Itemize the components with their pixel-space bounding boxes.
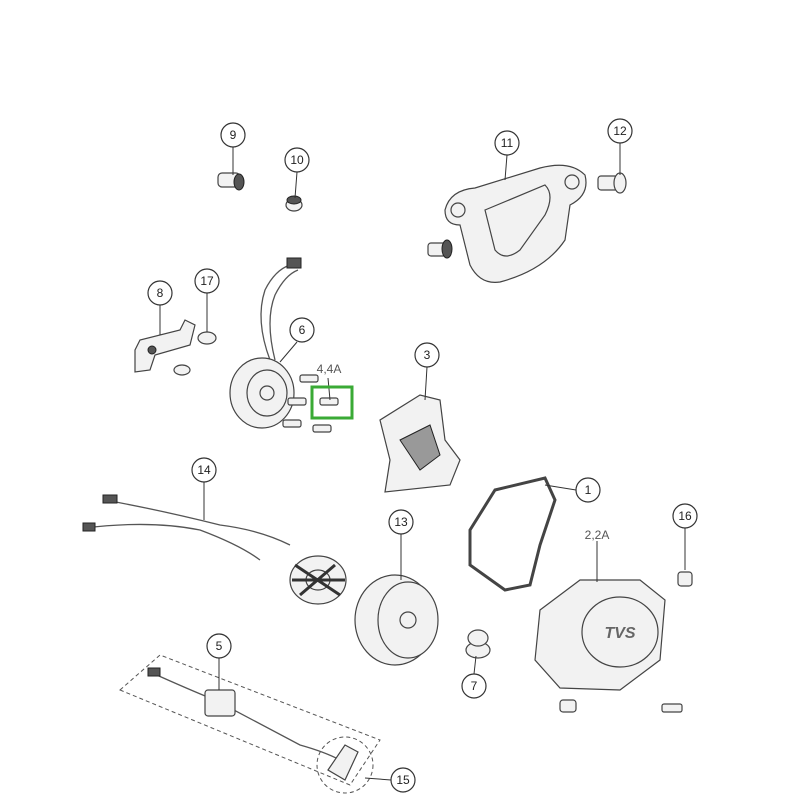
callout-14[interactable]: 14	[191, 457, 217, 483]
part-16-dowel[interactable]	[677, 571, 693, 587]
callout-label: 7	[471, 679, 478, 693]
part-6-pulser-coil[interactable]	[229, 257, 302, 429]
part-17-grommet[interactable]	[197, 331, 217, 345]
callout-label: 1	[585, 483, 592, 497]
label-2-2a[interactable]: 2,2A	[585, 528, 610, 542]
part-11-cover-plate[interactable]	[427, 164, 587, 283]
callout-label: 13	[394, 515, 408, 529]
callout-label: 15	[396, 773, 410, 787]
callout-7[interactable]: 7	[461, 673, 487, 699]
callout-label: 3	[424, 348, 431, 362]
callout-label: 17	[200, 274, 214, 288]
callout-16[interactable]: 16	[672, 503, 698, 529]
selection-highlight-box	[310, 385, 354, 420]
part-4-bolts[interactable]	[282, 374, 339, 433]
callout-8[interactable]: 8	[147, 280, 173, 306]
part-9-bolt[interactable]	[217, 172, 245, 191]
callout-label: 9	[230, 128, 237, 142]
callout-label: 16	[678, 509, 692, 523]
callout-9[interactable]: 9	[220, 122, 246, 148]
part-8-bracket[interactable]	[134, 319, 196, 376]
callout-label: 14	[197, 463, 211, 477]
callout-6[interactable]: 6	[289, 317, 315, 343]
part-7-oil-seal-plug[interactable]	[465, 629, 491, 659]
callout-label: 8	[157, 286, 164, 300]
callout-13[interactable]: 13	[388, 509, 414, 535]
callout-5[interactable]: 5	[206, 633, 232, 659]
callout-11[interactable]: 11	[494, 130, 520, 156]
tvs-logo: TVS	[604, 625, 635, 642]
callout-1[interactable]: 1	[575, 477, 601, 503]
callout-10[interactable]: 10	[284, 147, 310, 173]
part-1-gasket[interactable]	[468, 476, 557, 592]
part-15-spark-plug-cap[interactable]	[316, 736, 374, 794]
callout-17[interactable]: 17	[194, 268, 220, 294]
part-14-stator-harness[interactable]	[82, 494, 347, 605]
callout-label: 6	[299, 323, 306, 337]
part-2-magneto-cover[interactable]: TVS	[534, 579, 683, 713]
part-3-guard[interactable]	[379, 394, 461, 493]
part-12-bolt[interactable]	[597, 172, 627, 194]
callout-label: 12	[613, 124, 627, 138]
leader-lines	[159, 143, 686, 781]
callout-15[interactable]: 15	[390, 767, 416, 793]
part-13-flywheel[interactable]	[354, 574, 439, 666]
part-5-ignition-coil[interactable]	[119, 654, 381, 786]
callout-12[interactable]: 12	[607, 118, 633, 144]
callout-label: 11	[501, 136, 514, 150]
part-10-collar[interactable]	[285, 195, 303, 212]
callout-label: 10	[290, 153, 304, 167]
label-4-4a[interactable]: 4,4A	[317, 362, 342, 376]
callout-label: 5	[216, 639, 223, 653]
callout-3[interactable]: 3	[414, 342, 440, 368]
